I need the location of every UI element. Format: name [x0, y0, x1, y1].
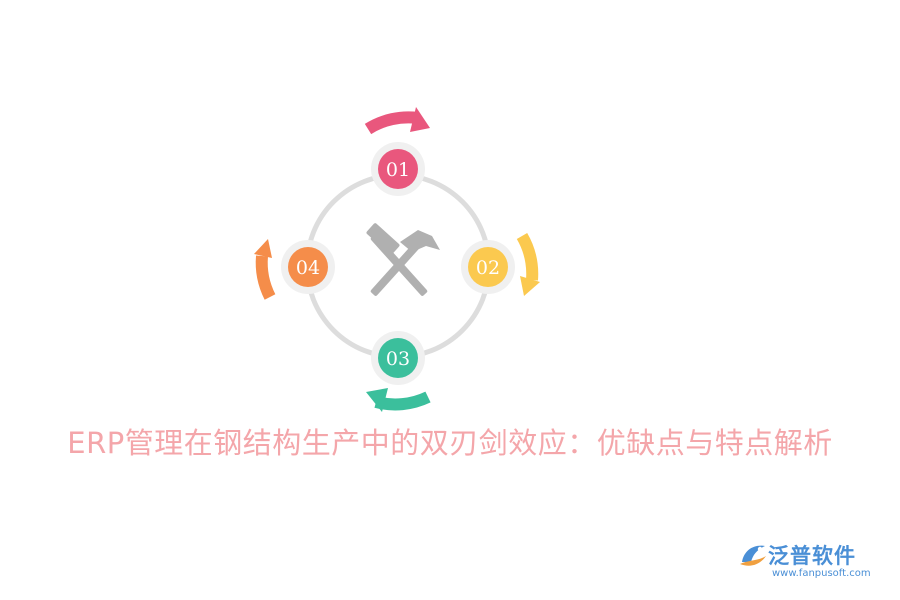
arrow-right-icon: [516, 232, 540, 296]
hammer-and-pick-icon: [366, 223, 440, 296]
cycle-node-03: 03: [371, 331, 425, 385]
fanpu-logo-icon: [740, 545, 766, 566]
page-title: ERP管理在钢结构生产中的双刃剑效应：优缺点与特点解析: [67, 426, 833, 460]
cycle-node-01: 01: [371, 142, 425, 196]
cycle-node-02: 02: [461, 240, 515, 294]
brand-url: www.fanpusoft.com: [772, 568, 871, 579]
arrow-top-icon: [364, 107, 430, 135]
arrow-bottom-icon: [366, 388, 431, 412]
cycle-node-04: 04: [281, 240, 335, 294]
node-label-01: 01: [386, 159, 410, 181]
node-label-03: 03: [386, 348, 410, 370]
brand-watermark: 泛普软件 www.fanpusoft.com: [738, 536, 888, 586]
node-label-04: 04: [296, 257, 320, 279]
arrow-left-icon: [254, 239, 276, 300]
node-label-02: 02: [476, 257, 500, 279]
brand-name: 泛普软件: [768, 544, 856, 568]
